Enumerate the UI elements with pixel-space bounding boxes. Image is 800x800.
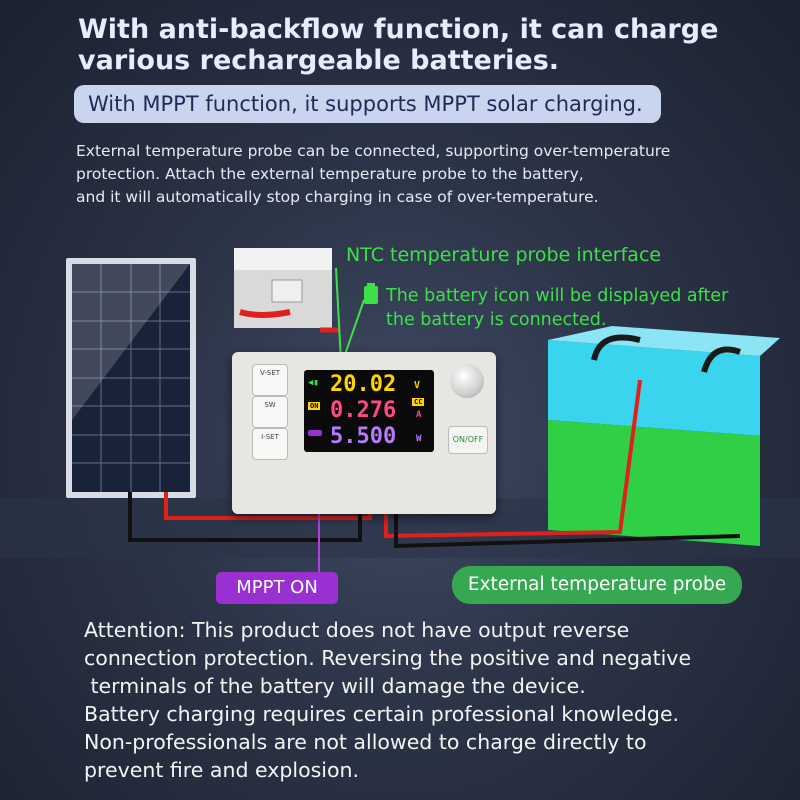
external-probe-badge: External temperature probe [452,566,742,604]
battery-image [548,326,780,546]
current-readout: 0.276 [330,398,397,423]
headline: With anti-backflow function, it can char… [78,14,758,76]
ntc-callout: NTC temperature probe interface [346,244,662,266]
attention-line-5: Non-professionals are not allowed to cha… [84,730,647,754]
battery-indicator-icon [364,283,378,304]
mppt-on-badge: MPPT ON [216,572,338,604]
v-set-button[interactable]: V-SET [252,364,288,396]
lcd-screen: ◀▮ 20.02 V ON 0.276 CC A 5.500 W [304,370,434,452]
attention-line-4: Battery charging requires certain profes… [84,702,680,726]
solar-panel-image [66,258,196,498]
current-unit: A [416,410,422,420]
voltage-unit: V [414,380,421,391]
attention-notice: Attention: This product does not have ou… [84,616,784,784]
i-set-button[interactable]: I-SET [252,428,288,460]
on-off-button[interactable]: ON/OFF [448,426,488,454]
probe-desc-line-1: External temperature probe can be connec… [76,142,671,160]
cc-badge: CC [412,398,425,406]
headline-line-2: various rechargeable batteries. [78,45,560,76]
power-readout: 5.500 [330,424,397,449]
battery-callout-line-1: The battery icon will be displayed after [386,286,729,306]
attention-line-3: terminals of the battery will damage the… [84,674,586,698]
battery-icon-callout: The battery icon will be displayed after… [386,284,728,332]
probe-desc-line-3: and it will automatically stop charging … [76,188,599,206]
attention-line-6: prevent fire and explosion. [84,758,360,782]
mppt-banner: With MPPT function, it supports MPPT sol… [74,85,661,123]
probe-description: External temperature probe can be connec… [76,140,776,209]
attention-line-2: connection protection. Reversing the pos… [84,646,692,670]
battery-callout-line-2: the battery is connected. [386,310,607,330]
charge-controller-device: V-SET SW I-SET ◀▮ 20.02 V ON 0.276 CC A … [232,352,496,514]
power-unit: W [416,434,422,444]
rotary-knob[interactable] [450,364,484,398]
connector-closeup-image [234,248,332,328]
mppt-indicator [308,430,322,436]
on-badge: ON [308,402,321,410]
headline-line-1: With anti-backflow function, it can char… [78,14,719,45]
sw-button[interactable]: SW [252,396,288,428]
signal-battery-icon: ◀▮ [308,378,319,388]
attention-line-1: Attention: This product does not have ou… [84,618,630,642]
probe-desc-line-2: protection. Attach the external temperat… [76,165,584,183]
voltage-readout: 20.02 [330,372,397,397]
